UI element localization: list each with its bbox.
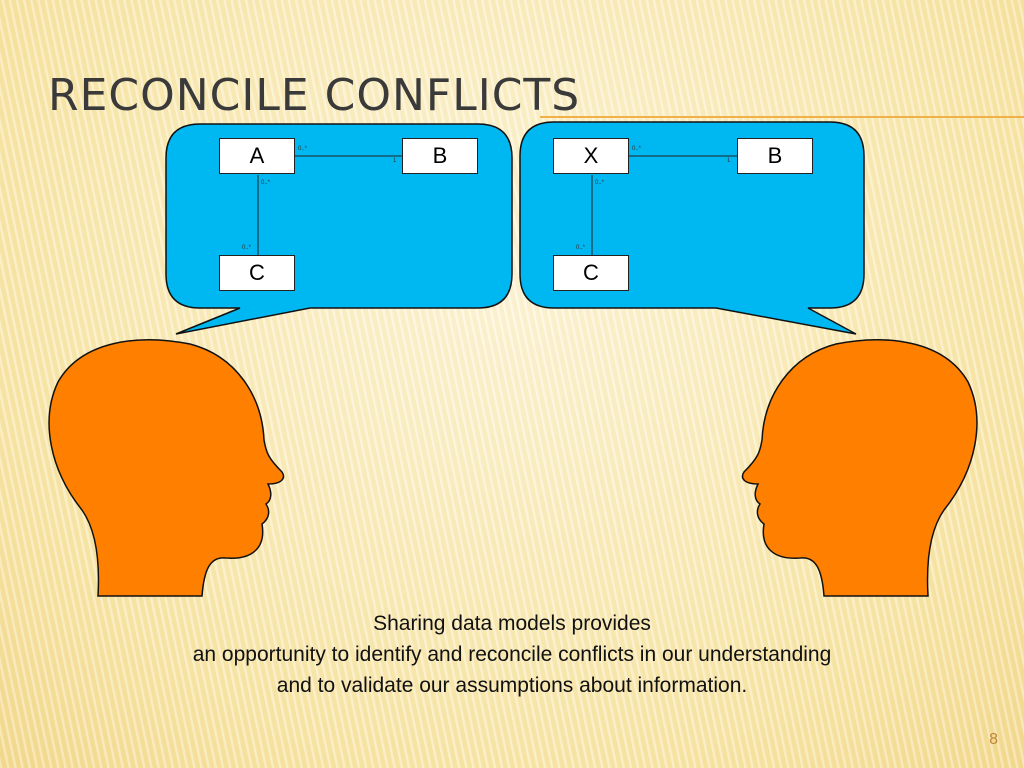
left-head-silhouette	[48, 339, 285, 597]
left-class-b: B	[402, 138, 478, 174]
slide-title: Reconcile Conflicts	[48, 70, 581, 121]
page-number: 8	[989, 731, 998, 748]
right-head-silhouette	[741, 339, 978, 597]
right-class-c: C	[553, 255, 629, 291]
right-mult-xc-target: 0..*	[576, 245, 586, 251]
right-mult-xc-source: 0..*	[595, 180, 605, 186]
left-mult-ab-source: 0..*	[298, 146, 308, 152]
caption-line-2: an opportunity to identify and reconcile…	[192, 643, 832, 666]
right-model-lines	[591, 155, 737, 255]
caption-line-3: and to validate our assumptions about in…	[276, 674, 748, 697]
left-model-lines	[257, 155, 402, 255]
right-mult-xb-target: 1	[727, 158, 731, 164]
right-class-b: B	[737, 138, 813, 174]
left-mult-ac-target: 0..*	[242, 245, 252, 251]
left-class-c: C	[219, 255, 295, 291]
slide-caption: Sharing data models provides an opportun…	[80, 608, 944, 701]
left-mult-ac-source: 0..*	[261, 180, 271, 186]
right-class-x: X	[553, 138, 629, 174]
right-mult-xb-source: 0..*	[632, 146, 642, 152]
caption-line-1: Sharing data models provides	[373, 612, 651, 635]
left-mult-ab-target: 1	[393, 158, 397, 164]
title-rule	[540, 116, 1024, 118]
left-class-a: A	[219, 138, 295, 174]
